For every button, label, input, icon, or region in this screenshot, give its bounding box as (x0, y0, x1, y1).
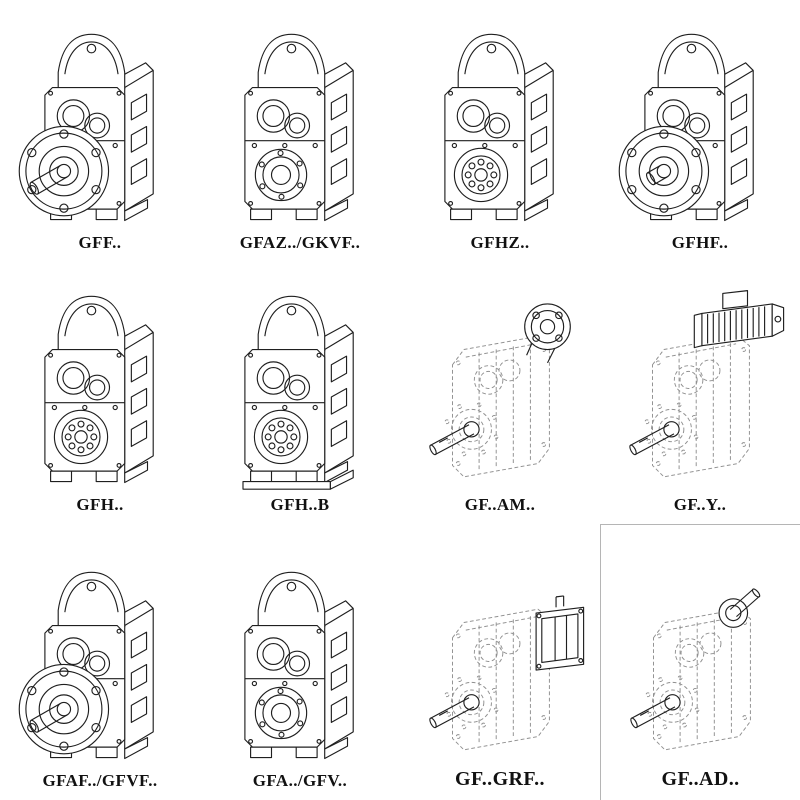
gf-ad-gearbox-drawing (606, 554, 796, 768)
model-label-gfhz: GFHZ.. (470, 233, 530, 252)
gfh-b-gearbox-drawing (205, 281, 395, 495)
model-label-gfhf: GFHF.. (671, 233, 729, 252)
model-label-gf-ad: GF..AD.. (661, 768, 740, 790)
gfaf-gfvf-gearbox-drawing (5, 557, 195, 771)
gfhf-gearbox-drawing (605, 19, 795, 233)
gfhz-gearbox-drawing (405, 19, 595, 233)
catalog-cell-gfhz: GFHZ.. (400, 0, 600, 262)
gf-y-gearmotor-drawing (605, 281, 795, 495)
model-label-gfh-b: GFH..B (270, 495, 330, 514)
model-label-gf-am: GF..AM.. (464, 495, 536, 514)
model-label-gfaf-gfvf: GFAF../GFVF.. (42, 771, 158, 790)
catalog-cell-gf-ad: GF..AD.. (600, 524, 800, 800)
catalog-cell-gf-y: GF..Y.. (600, 262, 800, 524)
model-label-gfh: GFH.. (76, 495, 124, 514)
model-label-gfaz-gkvf: GFAZ../GKVF.. (239, 233, 361, 252)
gf-am-gearbox-drawing (405, 281, 595, 495)
model-label-gfa-gfv: GFA../GFV.. (252, 771, 348, 790)
model-label-gf-y: GF..Y.. (673, 495, 727, 514)
catalog-cell-gfa-gfv: GFA../GFV.. (200, 524, 400, 800)
catalog-cell-gfh: GFH.. (0, 262, 200, 524)
gff-gearbox-drawing (5, 19, 195, 233)
catalog-cell-gfaf-gfvf: GFAF../GFVF.. (0, 524, 200, 800)
catalog-cell-gfaz-gkvf: GFAZ../GKVF.. (200, 0, 400, 262)
gf-grf-gearbox-drawing (405, 554, 595, 768)
gfa-gfv-gearbox-drawing (205, 557, 395, 771)
model-label-gf-grf: GF..GRF.. (455, 768, 545, 790)
catalog-cell-gf-grf: GF..GRF.. (400, 524, 600, 800)
catalog-cell-gfhf: GFHF.. (600, 0, 800, 262)
gfaz-gkvf-gearbox-drawing (205, 19, 395, 233)
catalog-cell-gf-am: GF..AM.. (400, 262, 600, 524)
catalog-cell-gff: GFF.. (0, 0, 200, 262)
gfh-gearbox-drawing (5, 281, 195, 495)
catalog-cell-gfh-b: GFH..B (200, 262, 400, 524)
model-label-gff: GFF.. (78, 233, 122, 252)
